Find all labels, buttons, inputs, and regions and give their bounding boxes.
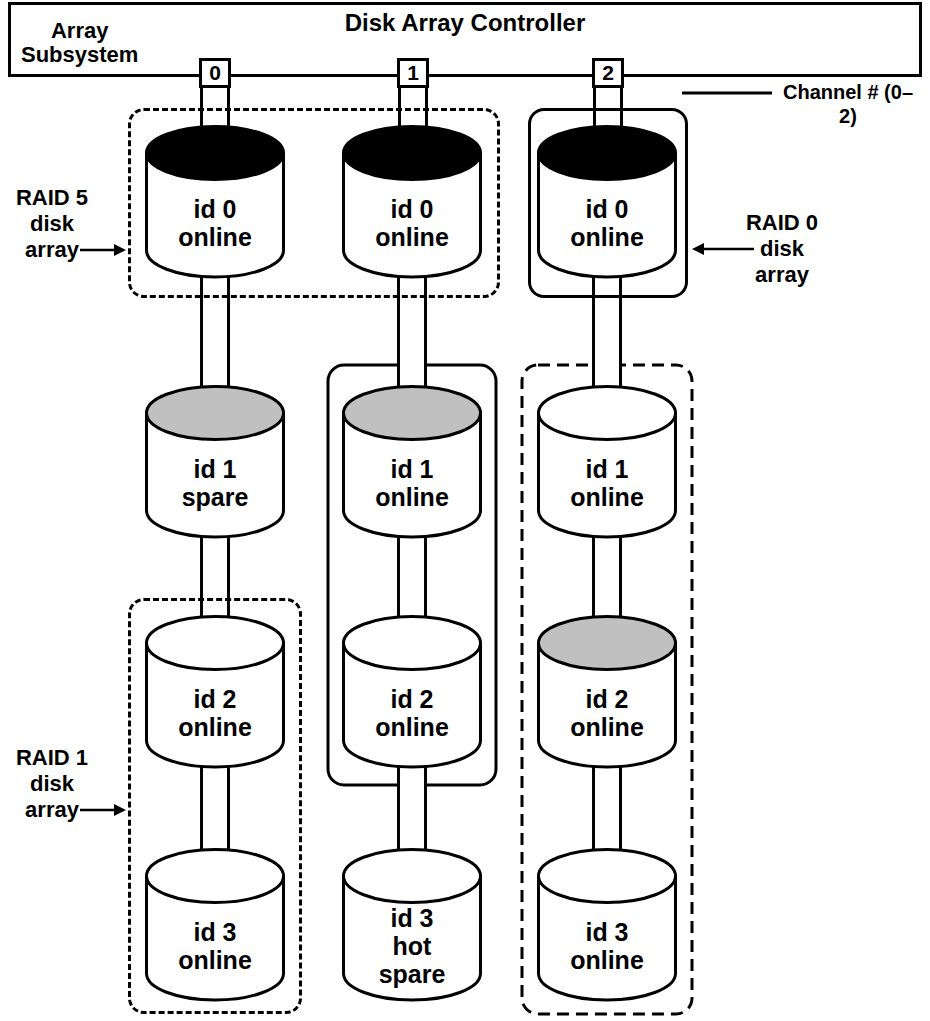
disk-label-area: id 1spare (151, 439, 279, 526)
disk-status: online (375, 483, 449, 511)
array-label: RAID 1 disk array (10, 745, 94, 823)
disk-cylinder: id 1spare (145, 385, 285, 540)
cylinder-top (147, 127, 284, 180)
disk-cylinder: id 0online (145, 125, 285, 280)
channel-number: 0 (209, 62, 221, 84)
array-outline (522, 365, 692, 1014)
arrow-head (114, 244, 126, 256)
channel-box: 0 (199, 58, 231, 88)
disk-status: online (570, 483, 644, 511)
disk-id: id 3 (193, 918, 236, 946)
disk-label-area: id 0online (543, 179, 671, 266)
cylinder-top (539, 850, 676, 903)
disk-id: id 1 (193, 455, 236, 483)
disk-id: id 2 (193, 685, 236, 713)
disk-label-area: id 2online (151, 669, 279, 756)
disk-cylinder: id 0online (537, 125, 677, 280)
disk-status: online (178, 223, 252, 251)
disk-label-area: id 1online (543, 439, 671, 526)
cylinder-top (147, 387, 284, 440)
subsystem-label: Array Subsystem (21, 19, 138, 67)
array-label: RAID 0 disk array (740, 210, 824, 288)
disk-cylinder: id 2online (537, 615, 677, 770)
channel-box: 2 (592, 58, 624, 88)
controller-title: Disk Array Controller (11, 9, 919, 37)
disk-id: id 0 (390, 195, 433, 223)
disk-cylinder: id 3online (145, 848, 285, 1003)
disk-cylinder: id 2online (342, 615, 482, 770)
disk-label-area: id 1online (348, 439, 476, 526)
label-arrow (702, 248, 754, 251)
disk-status: online (375, 223, 449, 251)
channel-box: 1 (397, 58, 429, 88)
arrow-head (692, 243, 704, 255)
channel-number: 2 (602, 62, 614, 84)
raid-array-outline: RAID 1 disk arrayid 2onlineid 3online (128, 598, 302, 1014)
disk-status: online (570, 223, 644, 251)
label-arrow (80, 809, 116, 812)
raid-array-outline: RAID 0 disk arrayid 0online (528, 108, 688, 298)
controller-box: Disk Array ControllerArray Subsystem012 (8, 2, 922, 77)
disk-id: id 1 (585, 455, 628, 483)
disk-cylinder: id 0online (342, 125, 482, 280)
disk-label-area: id 3online (151, 902, 279, 989)
disk-id: id 0 (585, 195, 628, 223)
disk-label-area: id 2online (348, 669, 476, 756)
disk-label-area: id 0online (348, 179, 476, 266)
disk-cylinder: id 1online (342, 385, 482, 540)
leader-line (682, 92, 772, 95)
disk-label-area: id 3online (543, 902, 671, 989)
disk-status: online (375, 713, 449, 741)
disk-status: online (178, 713, 252, 741)
disk-status: online (570, 946, 644, 974)
channel-number: 1 (407, 62, 419, 84)
disk-id: id 2 (585, 685, 628, 713)
disk-label-area: id 2online (543, 669, 671, 756)
cylinder-top (344, 387, 481, 440)
disk-id: id 0 (193, 195, 236, 223)
channel-caption: Channel # (0–2) (780, 80, 916, 128)
array-label: RAID 5 disk array (10, 185, 94, 263)
arrow-head (114, 804, 126, 816)
raid-array-outline: RAID 5 disk arrayid 0onlineid 0online (128, 108, 500, 298)
disk-label-area: id 0online (151, 179, 279, 266)
disk-cylinder: id 1online (537, 385, 677, 540)
disk-id: id 1 (390, 455, 433, 483)
cylinder-top (344, 850, 481, 903)
cylinder-top (539, 127, 676, 180)
disk-label-area: id 3hot spare (348, 902, 476, 989)
disk-status: hot spare (379, 932, 446, 988)
disk-status: online (178, 946, 252, 974)
disk-status: spare (182, 483, 249, 511)
disk-id: id 3 (390, 904, 433, 932)
cylinder-top (344, 127, 481, 180)
cylinder-top (344, 617, 481, 670)
array-outline (328, 365, 496, 785)
cylinder-top (147, 850, 284, 903)
label-arrow (80, 249, 116, 252)
disk-cylinder: id 3online (537, 848, 677, 1003)
disk-id: id 3 (585, 918, 628, 946)
disk-id: id 2 (390, 685, 433, 713)
disk-cylinder: id 3hot spare (342, 848, 482, 1003)
cylinder-top (539, 617, 676, 670)
disk-cylinder: id 2online (145, 615, 285, 770)
cylinder-top (147, 617, 284, 670)
disk-status: online (570, 713, 644, 741)
cylinder-top (539, 387, 676, 440)
